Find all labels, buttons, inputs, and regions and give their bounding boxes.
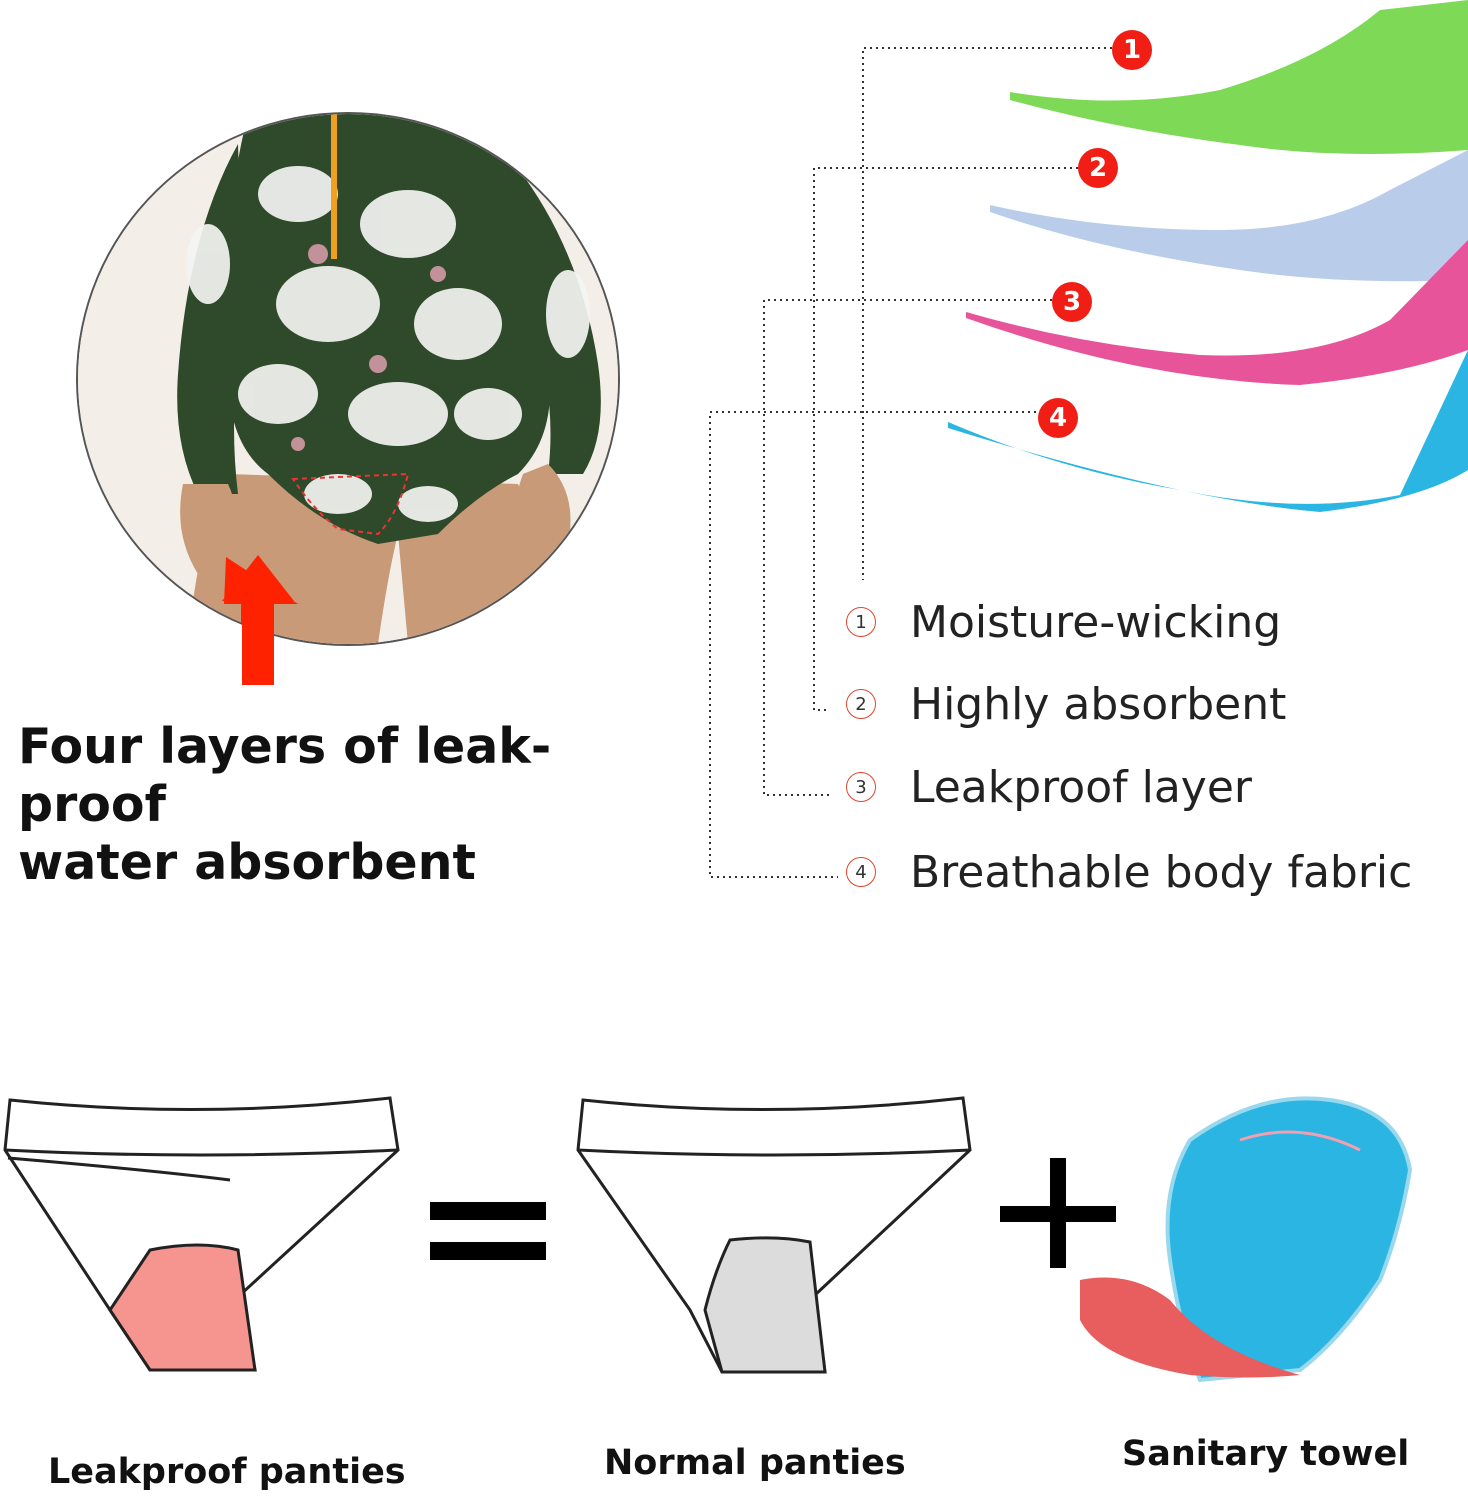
- legend-label-2: Highly absorbent: [910, 678, 1287, 730]
- sanitary-towel-label: Sanitary towel: [1122, 1434, 1410, 1474]
- sanitary-towel-icon: [1080, 1096, 1413, 1383]
- layer-3-sheet: [966, 240, 1468, 385]
- layer-2-badge: 2: [1078, 148, 1118, 188]
- headline-line-1: Four layers of leak-proof: [18, 718, 552, 833]
- layer-4-badge: 4: [1038, 398, 1078, 438]
- layer-1-badge: 1: [1112, 30, 1152, 70]
- layer-1-sheet: [1010, 0, 1468, 154]
- legend-item-1: 1 Moisture-wicking: [846, 596, 1282, 648]
- legend-label-3: Leakproof layer: [910, 761, 1253, 813]
- legend-number-4: 4: [846, 857, 876, 887]
- arrow-up-icon: [222, 555, 294, 685]
- layer-2-sheet: [990, 150, 1468, 282]
- legend-label-1: Moisture-wicking: [910, 596, 1282, 648]
- legend-number-1: 1: [846, 607, 876, 637]
- product-photo: [76, 112, 620, 646]
- legend-number-2: 2: [846, 689, 876, 719]
- plus-icon: [1000, 1158, 1116, 1268]
- legend-item-2: 2 Highly absorbent: [846, 678, 1287, 730]
- legend-item-4: 4 Breathable body fabric: [846, 846, 1413, 898]
- normal-panties-label: Normal panties: [604, 1443, 906, 1483]
- legend-number-3: 3: [846, 772, 876, 802]
- layer-3-badge: 3: [1052, 282, 1092, 322]
- headline-line-2: water absorbent: [18, 834, 476, 891]
- comparison-illustration: [3, 1096, 1413, 1383]
- leakproof-panties-label: Leakproof panties: [48, 1452, 406, 1492]
- legend-label-4: Breathable body fabric: [910, 846, 1413, 898]
- equals-icon: [430, 1202, 546, 1260]
- headline: Four layers of leak-proof water absorben…: [18, 718, 698, 892]
- legend-item-3: 3 Leakproof layer: [846, 761, 1253, 813]
- leakproof-panties-icon: [3, 1096, 400, 1372]
- normal-panties-icon: [576, 1096, 972, 1374]
- model-illustration: [78, 114, 618, 644]
- layer-stack-diagram: [709, 0, 1468, 878]
